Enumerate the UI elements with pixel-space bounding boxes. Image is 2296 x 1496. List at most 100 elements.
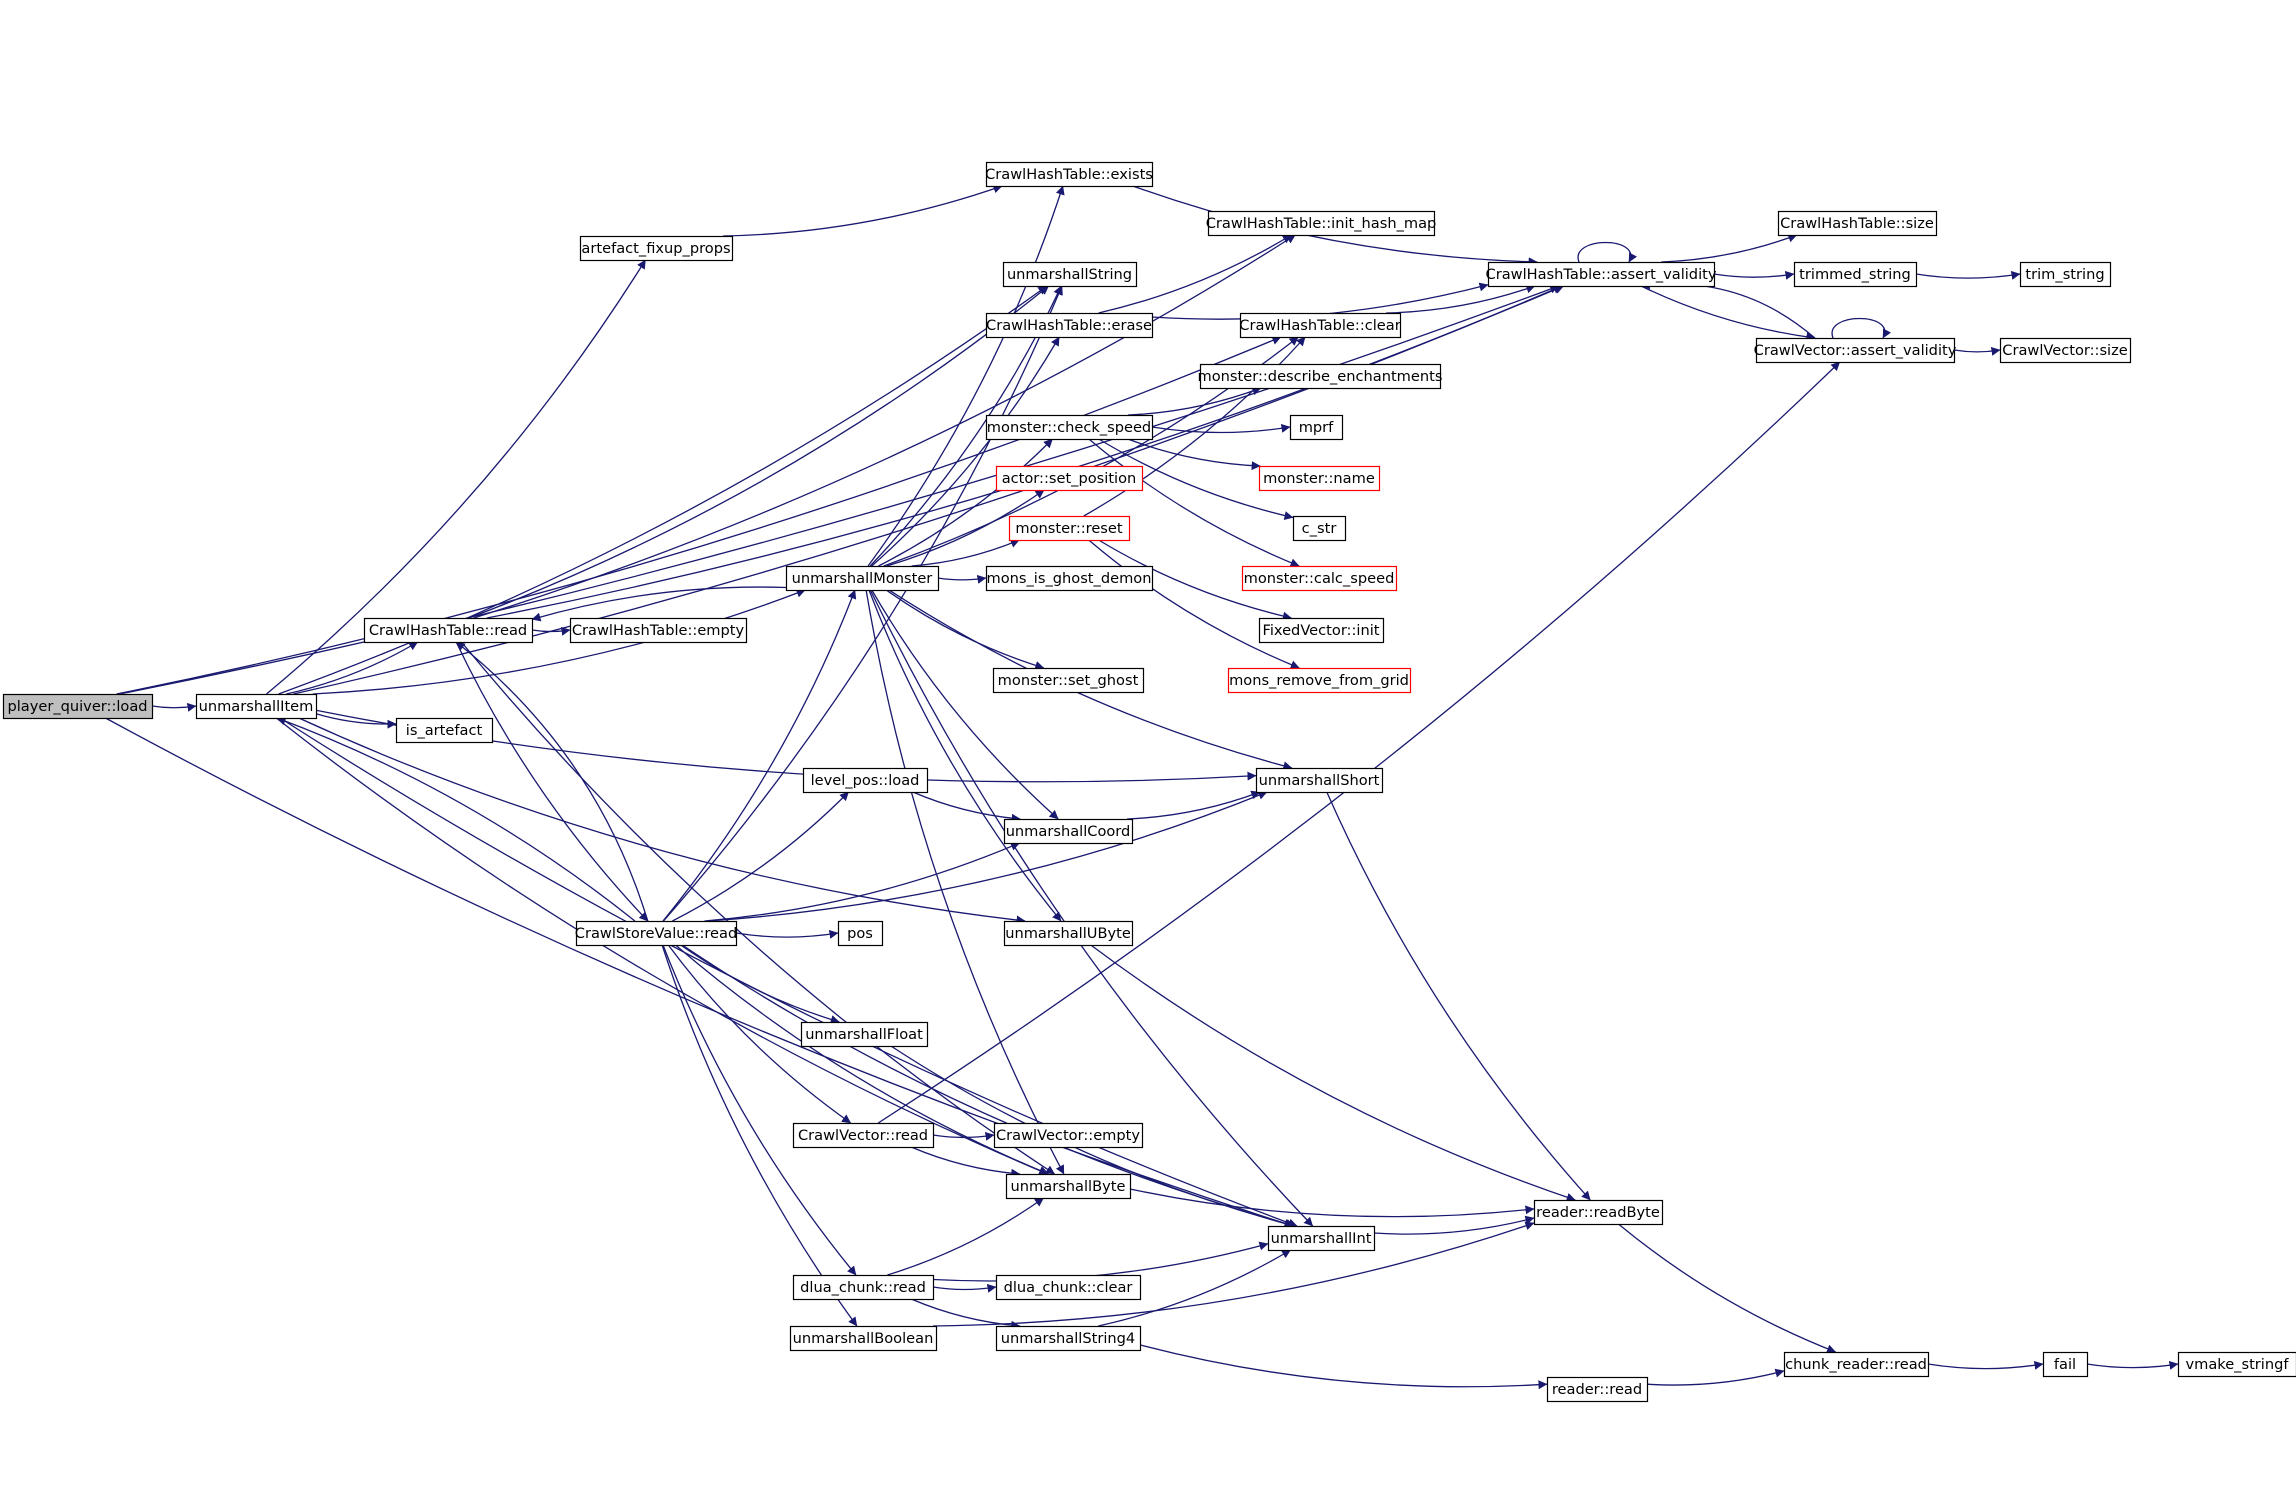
edge-monster_reset-to-FixedVector_init <box>1098 539 1292 621</box>
node-level_pos_load[interactable]: level_pos::load <box>802 767 929 794</box>
edge-unmarshallMonster-to-unmarshallCoord <box>871 589 1059 820</box>
node-monster_calc_speed[interactable]: monster::calc_speed <box>1241 565 1398 592</box>
node-player_quiver_load[interactable]: player_quiver::load <box>2 693 154 720</box>
node-box <box>195 693 318 720</box>
node-CrawlHashTable_clear[interactable]: CrawlHashTable::clear <box>1239 312 1402 339</box>
edge-monster_check_speed-to-monster_describe_enchantments <box>1128 386 1262 416</box>
node-unmarshallMonster[interactable]: unmarshallMonster <box>785 565 940 592</box>
node-CrawlHashTable_exists[interactable]: CrawlHashTable::exists <box>985 161 1154 188</box>
node-unmarshallUByte[interactable]: unmarshallUByte <box>1003 920 1134 947</box>
edge-CrawlVector_read-to-unmarshallByte <box>910 1146 1021 1178</box>
node-CrawlVector_empty[interactable]: CrawlVector::empty <box>993 1122 1144 1149</box>
node-unmarshallBoolean[interactable]: unmarshallBoolean <box>789 1325 938 1352</box>
node-box <box>992 667 1145 694</box>
edge-level_pos_load-to-unmarshallCoord <box>912 791 1021 823</box>
node-dlua_chunk_clear[interactable]: dlua_chunk::clear <box>995 1274 1142 1301</box>
node-pos[interactable]: pos <box>837 920 884 947</box>
node-box <box>785 565 940 592</box>
edge-CrawlStoreValue_read-to-CrawlHashTable_read <box>455 641 649 922</box>
node-mons_remove_from_grid[interactable]: mons_remove_from_grid <box>1227 667 1412 694</box>
edge-fail-to-vmake_stringf <box>2086 1360 2179 1370</box>
node-label: unmarshallFloat <box>805 1026 923 1043</box>
edge-CrawlVector_assert_validity-to-CrawlVector_assert_validity <box>1831 317 1892 339</box>
node-CrawlHashTable_read[interactable]: CrawlHashTable::read <box>363 617 534 644</box>
node-unmarshallByte[interactable]: unmarshallByte <box>1005 1173 1132 1200</box>
node-unmarshallString[interactable]: unmarshallString <box>1002 261 1138 288</box>
edge-unmarshallBoolean-to-reader_readByte <box>932 1221 1535 1327</box>
node-CrawlHashTable_empty[interactable]: CrawlHashTable::empty <box>569 617 748 644</box>
node-label: CrawlHashTable::init_hash_map <box>1206 215 1437 232</box>
node-label: CrawlStoreValue::read <box>575 925 737 942</box>
node-artefact_fixup_props[interactable]: artefact_fixup_props <box>579 235 734 262</box>
edge-layer <box>105 184 2179 1390</box>
node-CrawlVector_size[interactable]: CrawlVector::size <box>1999 337 2132 364</box>
node-CrawlHashTable_size[interactable]: CrawlHashTable::size <box>1777 210 1938 237</box>
node-FixedVector_init[interactable]: FixedVector::init <box>1258 617 1385 644</box>
node-box <box>1999 337 2132 364</box>
node-is_artefact[interactable]: is_artefact <box>395 717 494 744</box>
node-monster_check_speed[interactable]: monster::check_speed <box>985 414 1154 441</box>
node-label: trim_string <box>2025 266 2104 283</box>
node-unmarshallInt[interactable]: unmarshallInt <box>1267 1225 1376 1252</box>
edge-unmarshallItem-to-artefact_fixup_props <box>266 259 647 695</box>
node-CrawlStoreValue_read[interactable]: CrawlStoreValue::read <box>575 920 737 947</box>
node-label: CrawlHashTable::erase <box>986 317 1152 334</box>
node-box <box>579 235 734 262</box>
node-CrawlVector_assert_validity[interactable]: CrawlVector::assert_validity <box>1754 337 1957 364</box>
node-c_str[interactable]: c_str <box>1292 515 1347 542</box>
node-vmake_stringf[interactable]: vmake_stringf <box>2177 1351 2296 1378</box>
node-mprf[interactable]: mprf <box>1289 414 1344 441</box>
node-label: artefact_fixup_props <box>581 240 730 257</box>
node-unmarshallCoord[interactable]: unmarshallCoord <box>1003 818 1134 845</box>
node-label: chunk_reader::read <box>1785 1356 1927 1373</box>
node-mons_is_ghost_demon[interactable]: mons_is_ghost_demon <box>985 565 1154 592</box>
node-fail[interactable]: fail <box>2042 1351 2089 1378</box>
node-label: CrawlHashTable::assert_validity <box>1486 266 1717 283</box>
node-chunk_reader_read[interactable]: chunk_reader::read <box>1783 1351 1930 1378</box>
node-unmarshallItem[interactable]: unmarshallItem <box>195 693 318 720</box>
node-unmarshallFloat[interactable]: unmarshallFloat <box>800 1021 929 1048</box>
node-label: pos <box>847 925 873 942</box>
edge-CrawlVector_read-to-CrawlVector_empty <box>932 1131 995 1141</box>
node-label: fail <box>2054 1356 2076 1373</box>
node-label: actor::set_position <box>1002 470 1137 487</box>
node-box <box>995 1274 1142 1301</box>
node-monster_describe_enchantments[interactable]: monster::describe_enchantments <box>1198 363 1443 390</box>
edge-unmarshallItem-to-unmarshallByte <box>275 717 1049 1175</box>
edge-unmarshallMonster-to-unmarshallByte <box>865 589 1065 1175</box>
node-CrawlVector_read[interactable]: CrawlVector::read <box>792 1122 935 1149</box>
edge-player_quiver_load-to-unmarshallItem <box>151 702 197 712</box>
node-unmarshallShort[interactable]: unmarshallShort <box>1255 767 1384 794</box>
edge-unmarshallMonster-to-monster_check_speed <box>878 438 1053 567</box>
node-label: dlua_chunk::read <box>800 1279 926 1296</box>
node-label: mons_remove_from_grid <box>1229 672 1409 689</box>
node-box <box>1255 767 1384 794</box>
node-unmarshallString4[interactable]: unmarshallString4 <box>995 1325 1142 1352</box>
node-monster_set_ghost[interactable]: monster::set_ghost <box>992 667 1145 694</box>
node-reader_readByte[interactable]: reader::readByte <box>1533 1199 1664 1226</box>
node-CrawlHashTable_erase[interactable]: CrawlHashTable::erase <box>985 312 1154 339</box>
node-monster_name[interactable]: monster::name <box>1258 465 1381 492</box>
node-label: monster::name <box>1263 470 1375 487</box>
edge-unmarshallString4-to-reader_read <box>1139 1344 1548 1390</box>
edge-CrawlHashTable_read-to-CrawlHashTable_init_hash_map <box>473 234 1296 619</box>
node-reader_read[interactable]: reader::read <box>1546 1376 1649 1403</box>
edge-monster_reset-to-CrawlHashTable_clear <box>1083 336 1306 517</box>
node-actor_set_position[interactable]: actor::set_position <box>995 465 1144 492</box>
node-box <box>995 465 1144 492</box>
node-CrawlHashTable_init_hash_map[interactable]: CrawlHashTable::init_hash_map <box>1206 210 1437 237</box>
node-label: CrawlHashTable::size <box>1780 215 1934 232</box>
node-box <box>800 1021 929 1048</box>
node-trim_string[interactable]: trim_string <box>2019 261 2112 288</box>
node-box <box>569 617 748 644</box>
edge-chunk_reader_read-to-fail <box>1927 1360 2044 1370</box>
node-dlua_chunk_read[interactable]: dlua_chunk::read <box>792 1274 935 1301</box>
edge-CrawlVector_read-to-CrawlVector_assert_validity <box>877 361 1841 1124</box>
node-CrawlHashTable_assert_validity[interactable]: CrawlHashTable::assert_validity <box>1486 261 1717 288</box>
node-trimmed_string[interactable]: trimmed_string <box>1793 261 1918 288</box>
edge-monster_check_speed-to-mprf <box>1151 423 1291 434</box>
edge-CrawlHashTable_clear-to-CrawlHashTable_assert_validity <box>1386 284 1536 314</box>
edge-unmarshallShort-to-reader_readByte <box>1326 791 1591 1201</box>
node-monster_reset[interactable]: monster::reset <box>1008 515 1131 542</box>
edge-unmarshallMonster-to-monster_set_ghost <box>885 589 1045 670</box>
